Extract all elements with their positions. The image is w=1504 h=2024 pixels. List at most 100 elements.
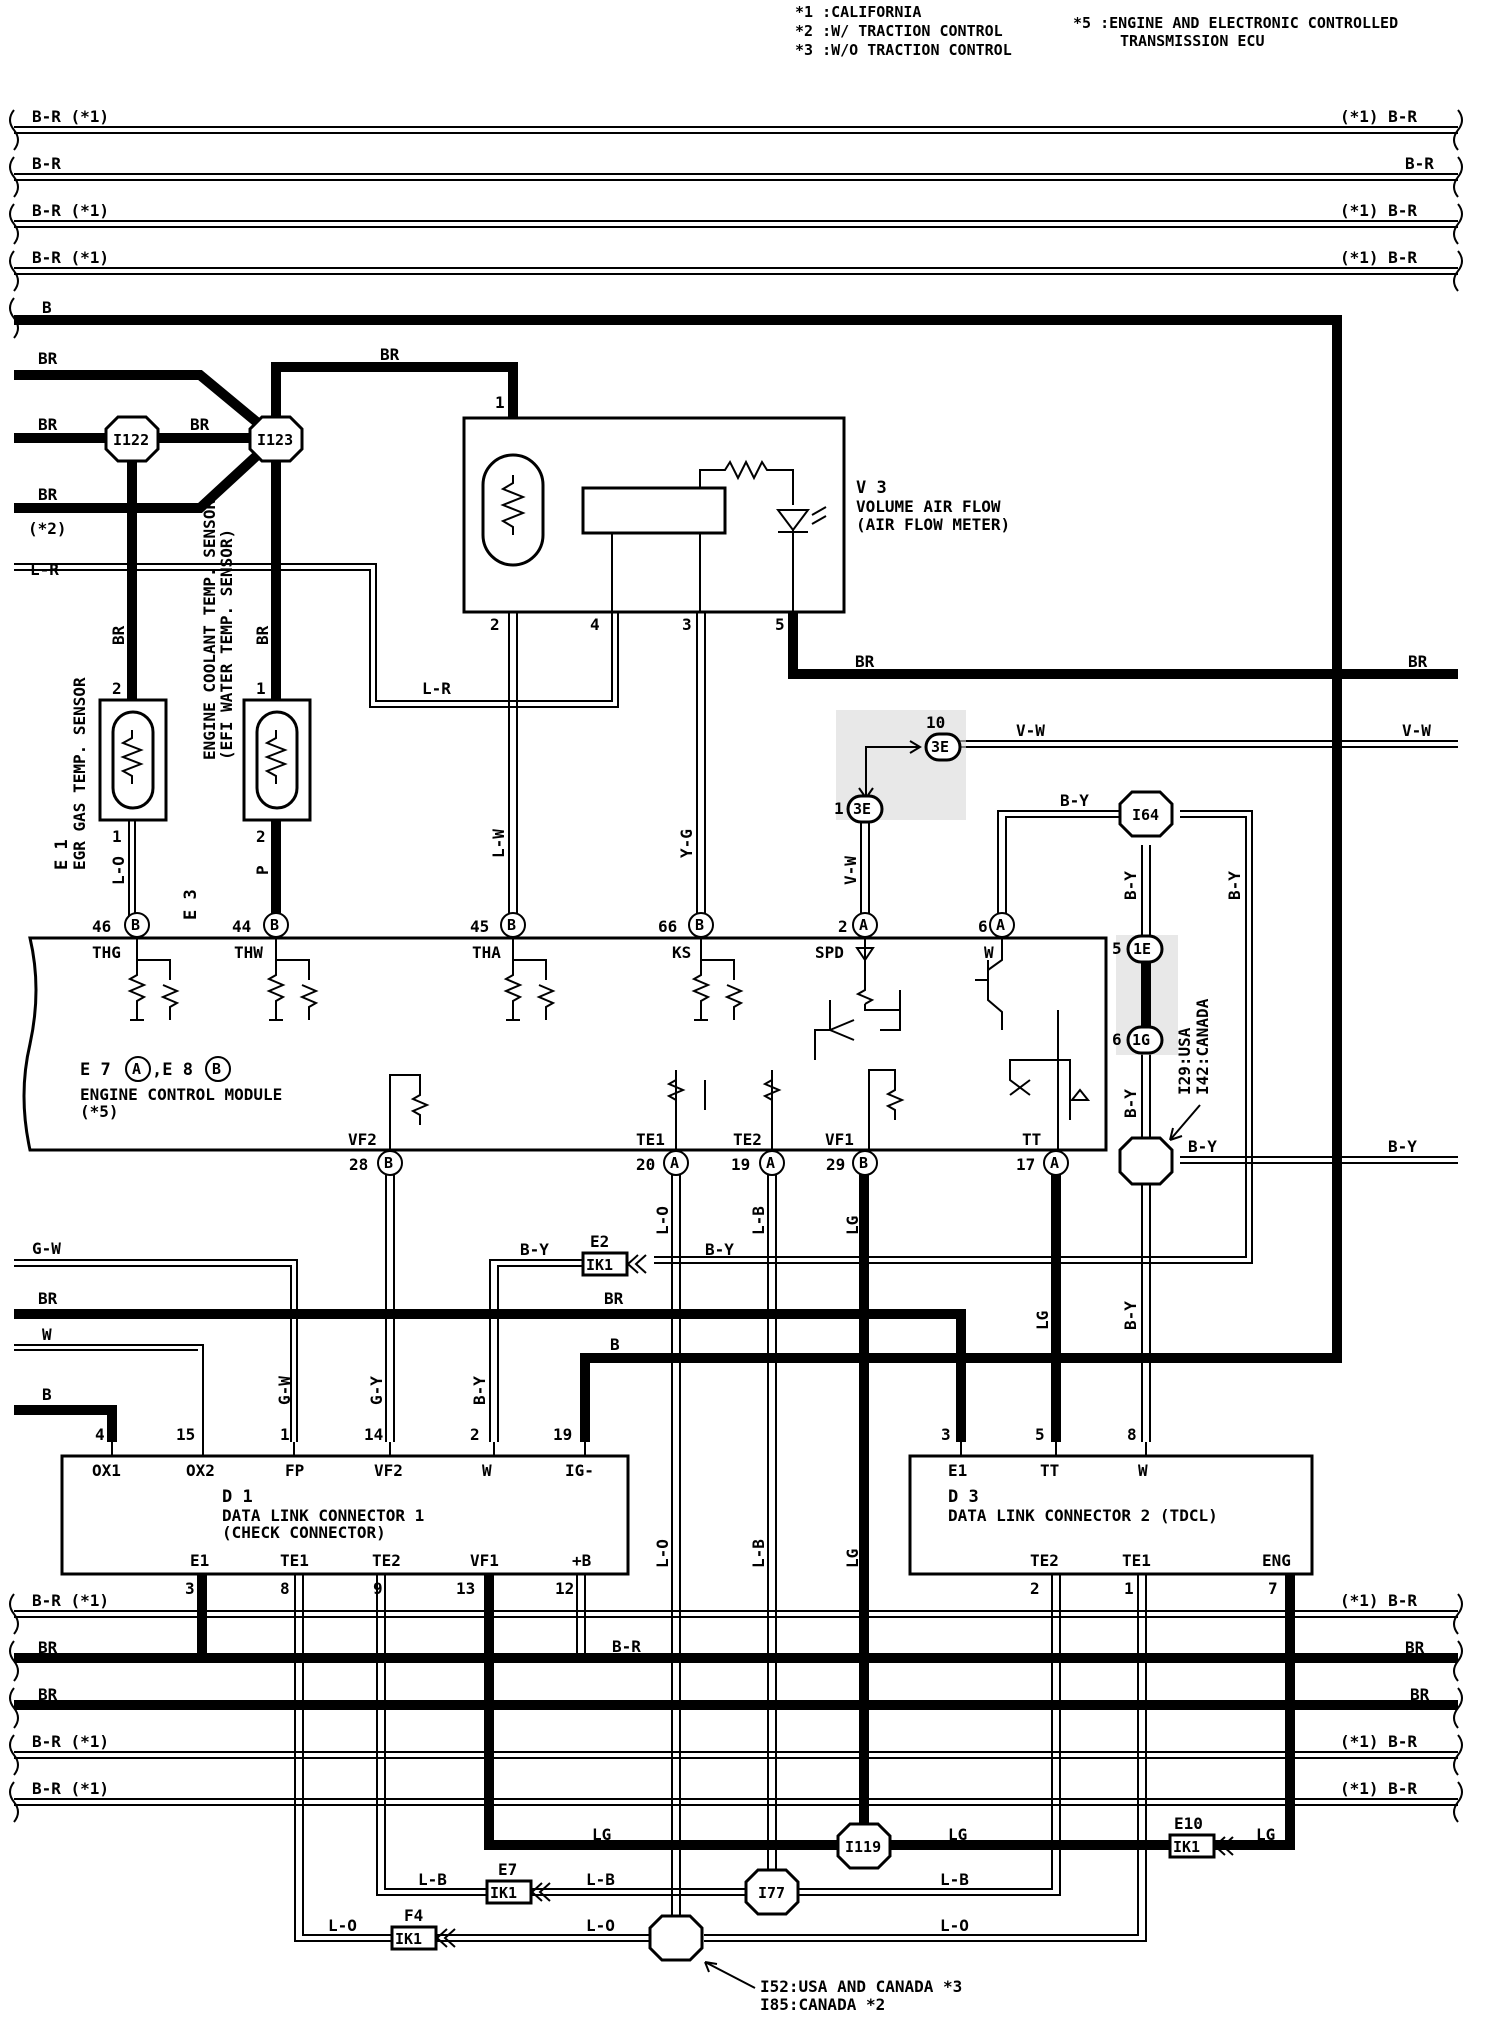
d3-sig-eng: ENG [1262,1551,1291,1570]
bottom-bus-1-right: (*1) B-R [1340,1591,1417,1610]
ecm-name: ENGINE CONTROL MODULE [80,1085,282,1104]
data-link-connector-2: 3 5 8 E1 TT W D 3 DATA LINK CONNECTOR 2 … [908,1425,1314,1598]
label-by-dl: B-Y [470,1376,489,1405]
ecm-code-a: A [132,1060,141,1078]
ecm-pin-2-con: A [859,916,868,934]
bottom-bus-4-left: B-R (*1) [32,1732,109,1751]
label-by-right: B-Y [1388,1137,1417,1156]
junction-i29: I29:USA I42:CANADA [1118,998,1212,1186]
ecm-code-sep: ,E 8 [152,1060,193,1080]
ecm-pin-66-con: B [695,916,704,934]
top-bus-1-left: B-R (*1) [32,107,109,126]
ecm-sig-w: W [984,943,994,962]
e3-pin-1: 1 [256,679,266,698]
junction-i119-label: I119 [845,1838,881,1856]
ecm-sig-thg: THG [92,943,121,962]
label-br-5: BR [38,485,58,504]
d3-sig-te2: TE2 [1030,1551,1059,1570]
d1-sig-fp: FP [285,1461,304,1480]
v3-pin-1: 1 [495,393,505,412]
ecm-pin-45-con: B [507,916,516,934]
connector-e7-ik1: IK1 [490,1884,517,1902]
connector-e10-label: E10 [1174,1814,1203,1833]
thin-wires [14,1344,204,1442]
label-lg-v2: LG [1033,1311,1052,1330]
ecm-sig-vf1: VF1 [825,1130,854,1149]
junction-i122: I122 [104,415,160,463]
ecm-code-b: B [212,1060,221,1078]
ecm-pin-17-con: A [1050,1154,1059,1172]
spd-pin-1: 1 [834,799,844,818]
ecm-sig-vf2: VF2 [348,1130,377,1149]
label-by-v1: B-Y [1121,871,1140,900]
label-br-4: BR [190,415,210,434]
ecm-pin-44-con: B [270,916,279,934]
d1-pin-12: 12 [555,1579,574,1598]
legend-with-traction: *2 :W/ TRACTION CONTROL [795,22,1003,40]
connector-f4-ik1: IK1 [395,1930,422,1948]
label-lr-mid: L-R [422,679,451,698]
d1-code: D 1 [222,1487,253,1507]
label-lg-h1: LG [592,1825,611,1844]
bottom-bus-5-right: (*1) B-R [1340,1779,1417,1798]
e3-code: E 3 [181,889,201,920]
d1-sig-vf1: VF1 [470,1551,499,1570]
d3-code: D 3 [948,1487,979,1507]
label-b-mid: B [610,1335,620,1354]
e3-name-2: (EFI WATER TEMP. SENSOR) [217,529,236,760]
junction-i123-label: I123 [257,431,293,449]
v3-pin-2: 2 [490,615,500,634]
d1-sig-b: +B [572,1551,592,1570]
label-br-ect: BR [253,625,272,645]
d1-pin-3: 3 [185,1579,195,1598]
v3-pin-4: 4 [590,615,600,634]
junction-i64-label: I64 [1132,806,1159,824]
v3-code: V 3 [856,478,887,498]
ecm-pin-2: 2 [838,917,848,936]
pin-5: 5 [1112,939,1122,958]
label-br-3: BR [38,415,58,434]
d1-sig-ig: IG- [565,1461,594,1480]
bottom-bus: B-R (*1) (*1) B-R BR BR BR BR B-R (*1) (… [9,1591,1463,1823]
junction-i64: I64 [1118,790,1174,838]
ecm-pin-6-con: A [996,916,1005,934]
ecm-sig-tha: THA [472,943,501,962]
ecm-pin-19-con: A [766,1154,775,1172]
d1-pin-9: 9 [373,1579,383,1598]
connector-3e-b: 3E [853,800,871,818]
label-star2: (*2) [28,519,67,538]
label-yg: Y-G [677,829,696,858]
junction-i123: I123 [248,415,304,463]
label-br-low: BR [38,1289,58,1308]
label-by-v4: B-Y [1121,1301,1140,1330]
engine-control-module: B B B B A A 46 44 45 66 2 6 THG THW THA … [22,912,1108,1176]
ecm-pin-20-con: A [670,1154,679,1172]
connector-e7-label: E7 [498,1860,517,1879]
label-by-e2b: B-Y [705,1240,734,1259]
label-br-1: BR [38,349,58,368]
connector-3e-a: 3E [931,738,949,756]
ecm-sig-te2: TE2 [733,1130,762,1149]
e3-coolant-sensor: 1 2 ENGINE COOLANT TEMP. SENSOR (EFI WAT… [181,500,312,920]
e1-pin-1: 1 [112,827,122,846]
connector-f4-label: F4 [404,1906,423,1925]
top-bus-3-left: B-R (*1) [32,201,109,220]
connector-1g: 1G [1132,1031,1150,1049]
label-br-2: BR [380,345,400,364]
label-lb-v1: L-B [749,1206,768,1235]
bottom-bus-4-right: (*1) B-R [1340,1732,1417,1751]
connector-e10-ik1: IK1 [1173,1838,1200,1856]
d3-pin-1: 1 [1124,1579,1134,1598]
i29-note-1: I29:USA [1175,1027,1194,1095]
label-lb-h1: L-B [418,1870,447,1889]
v3-name-2: (AIR FLOW METER) [856,515,1010,534]
top-bus-3-right: (*1) B-R [1340,201,1417,220]
top-bus-4-left: B-R (*1) [32,248,109,267]
label-w-left: W [42,1325,52,1344]
label-lg-h2: LG [948,1825,967,1844]
d3-sig-te1: TE1 [1122,1551,1151,1570]
label-gw-v: G-W [275,1376,294,1405]
d3-pin-8: 8 [1127,1425,1137,1444]
d1-pin-19: 19 [553,1425,572,1444]
